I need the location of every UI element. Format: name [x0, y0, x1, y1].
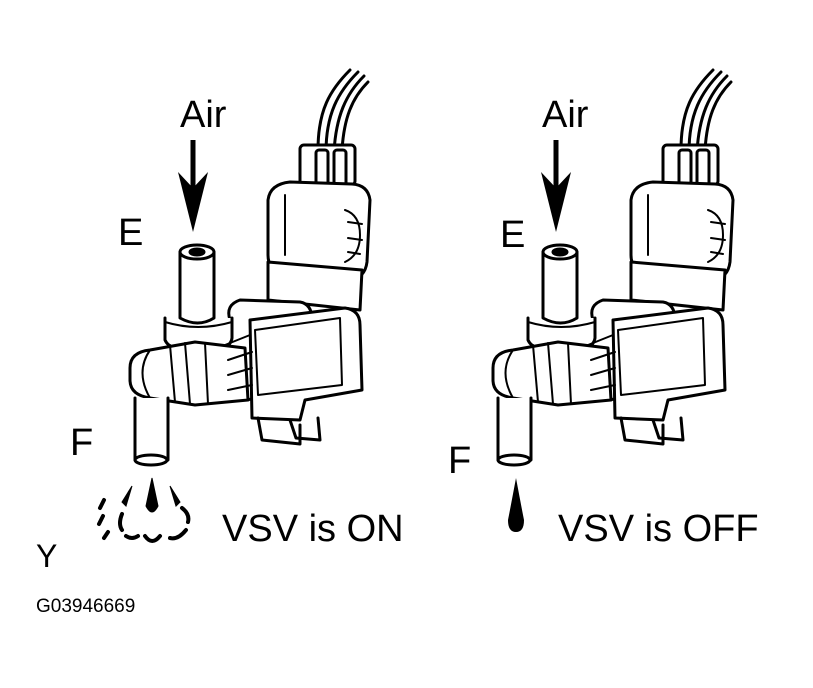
state-caption-left: VSV is ON	[222, 508, 404, 550]
port-e-label-left: E	[118, 212, 144, 254]
air-label-left: Air	[180, 94, 227, 136]
corner-mark: Y	[36, 538, 58, 574]
air-arrow-right	[541, 140, 571, 232]
air-arrow-left	[178, 140, 208, 232]
port-e-label-right: E	[500, 214, 526, 256]
water-drop-icon	[508, 478, 524, 532]
figure-code: G03946669	[36, 596, 136, 617]
air-spray-icon	[97, 477, 191, 543]
air-label-right: Air	[542, 94, 589, 136]
port-f-label-left: F	[70, 422, 94, 464]
port-f-label-right: F	[448, 440, 472, 482]
state-caption-right: VSV is OFF	[558, 508, 759, 550]
